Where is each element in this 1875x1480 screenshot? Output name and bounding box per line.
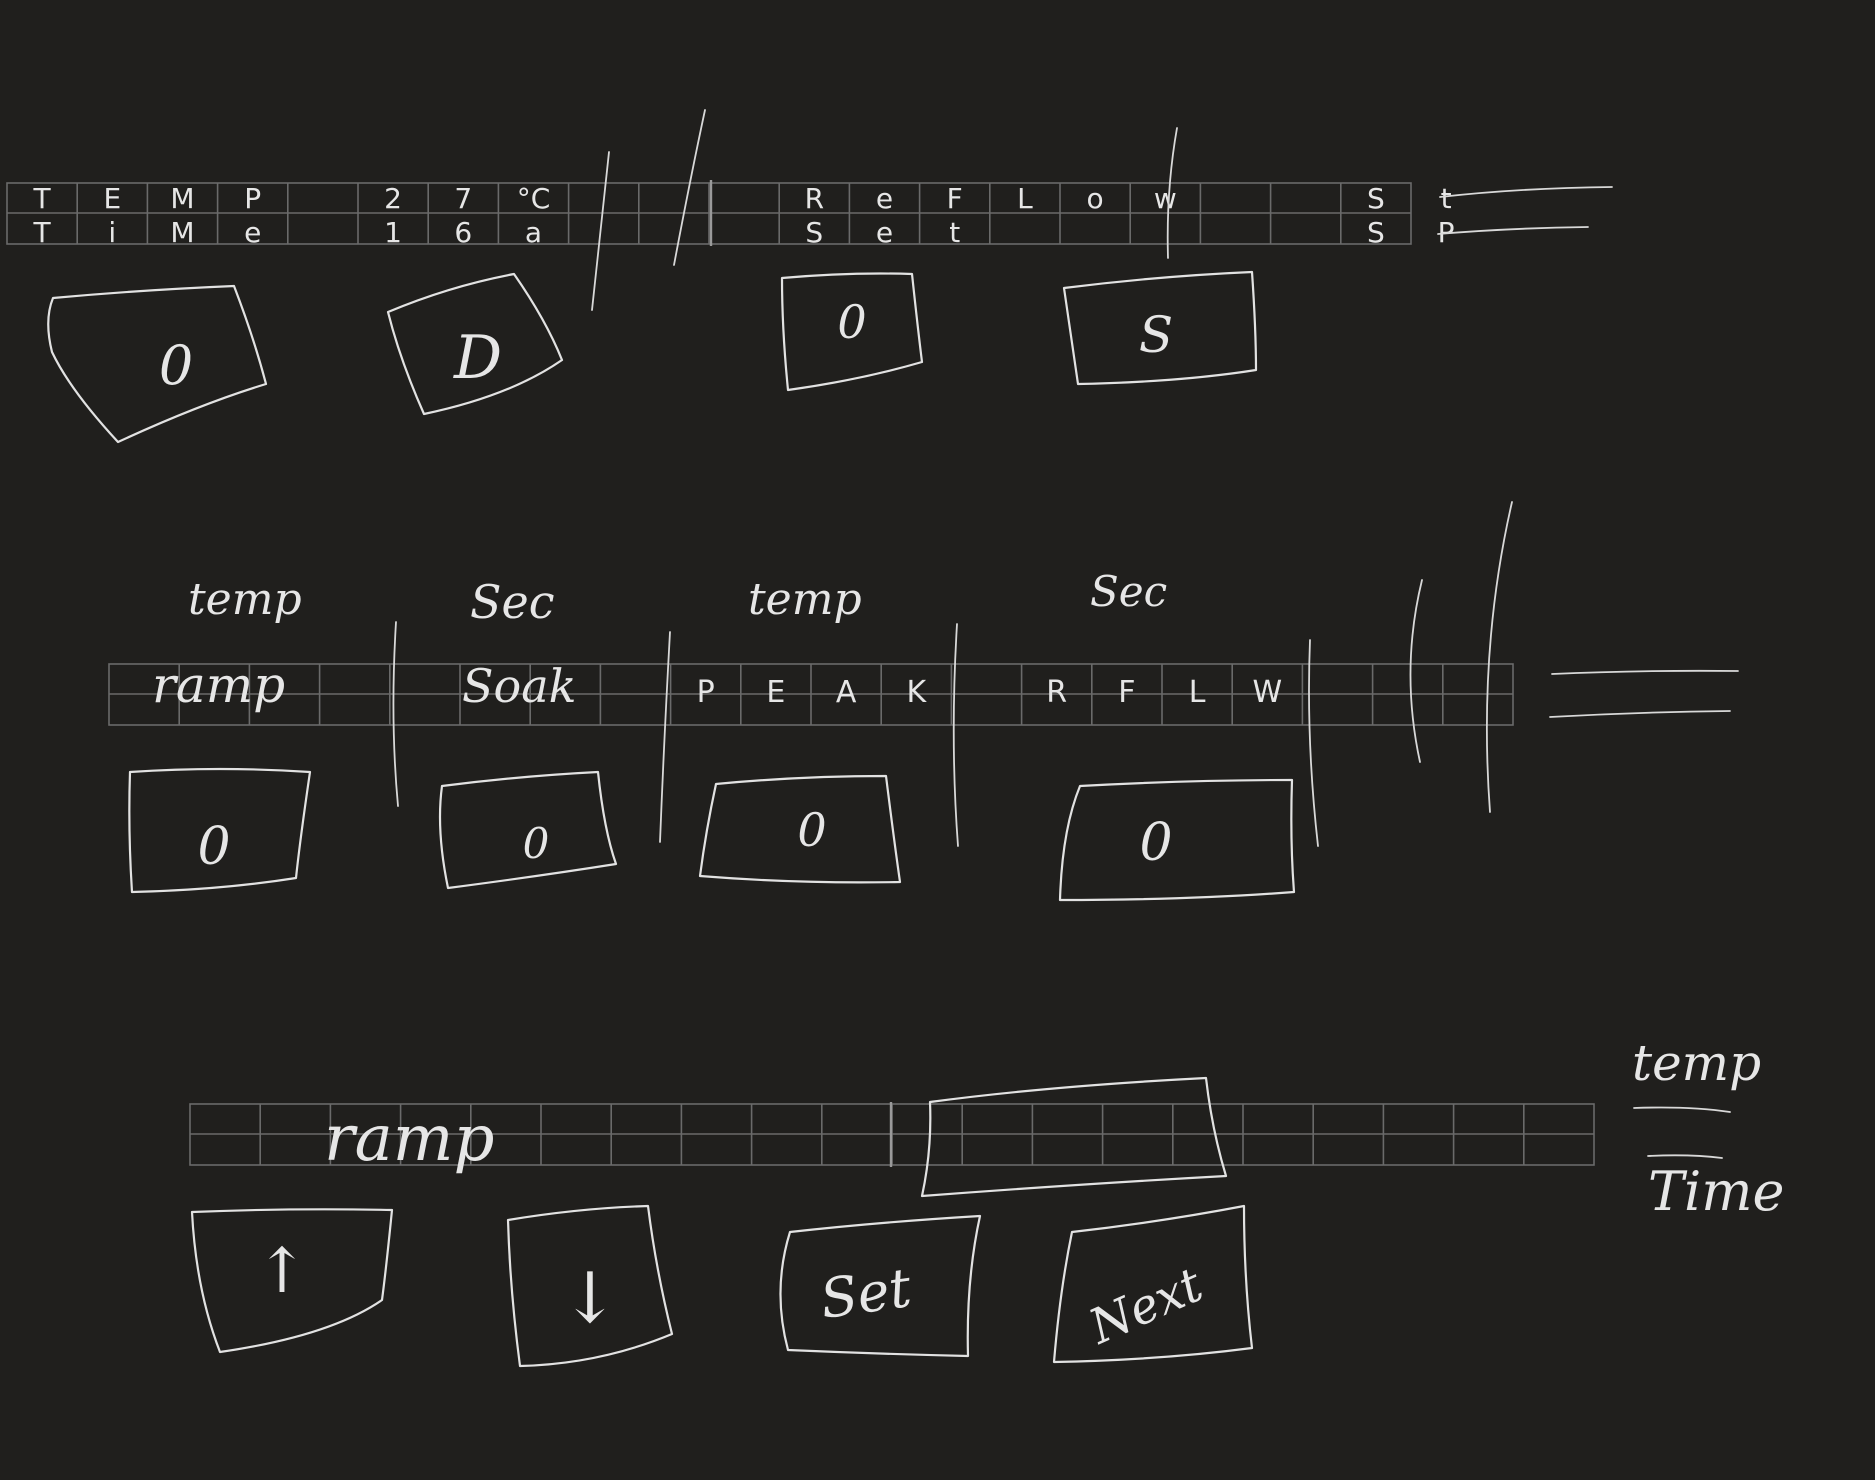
panel-2-button-4-label: 0 [1139, 813, 1172, 873]
panel-3-next-button[interactable]: Next [1052, 1204, 1254, 1364]
panel-1-button-4-label: S [1139, 306, 1173, 364]
panel-3-selection-box [920, 1076, 1228, 1198]
panel-1-button-3-label: 0 [837, 295, 866, 349]
panel-3-down-button[interactable]: ↓ [506, 1204, 674, 1368]
panel-2-button-3-label: 0 [797, 803, 826, 857]
display-character: 6 [454, 216, 472, 249]
panel-1-button-1[interactable]: 0 [47, 284, 268, 444]
panel-2: temp Sec temp Sec ramp Soak P E A K R F L W 0 0 [108, 501, 1739, 902]
up-arrow-icon: ↑ [256, 1234, 308, 1307]
display-character: t [1441, 182, 1452, 215]
panel-2-divider [1409, 579, 1423, 763]
panel-1-divider [1166, 127, 1178, 259]
panel-2-trailing-line [1549, 710, 1731, 718]
panel-2-divider [1308, 639, 1319, 847]
display-character: 2 [384, 182, 402, 215]
display-character: M [170, 182, 194, 215]
display-character: S [805, 216, 823, 249]
panel-2-divider [659, 631, 671, 843]
display-character: S [1367, 216, 1385, 249]
panel-2-label-sec: Sec [470, 575, 555, 629]
display-character: R [805, 182, 824, 215]
panel-2-trailing-line [1551, 669, 1739, 675]
panel-2-display-soak: Soak [462, 659, 577, 713]
panel-3-side-divider [1647, 1154, 1723, 1159]
display-character: a [525, 216, 542, 249]
display-character: R [1046, 675, 1067, 710]
panel-1-button-3[interactable]: 0 [780, 272, 924, 392]
display-character: i [108, 216, 116, 249]
display-character: 7 [454, 182, 472, 215]
panel-2-divider [1485, 501, 1513, 813]
panel-2-divider [952, 623, 959, 847]
panel-1-button-2-label: D [453, 323, 502, 393]
panel-3-side-underline [1633, 1106, 1731, 1113]
panel-2-label-temp-2: temp [748, 574, 862, 625]
display-character: w [1154, 182, 1177, 215]
panel-2-display [108, 663, 1514, 726]
display-character: T [33, 182, 52, 215]
panel-2-button-1-label: 0 [197, 817, 230, 877]
panel-3-display [189, 1102, 1595, 1167]
display-character: e [876, 182, 893, 215]
display-character: °C [517, 182, 551, 215]
panel-3-set-button[interactable]: Set [779, 1214, 982, 1358]
panel-3-set-label: Set [816, 1256, 915, 1331]
display-character: t [949, 216, 960, 249]
panel-1-button-4[interactable]: S [1062, 270, 1258, 386]
panel-2-button-2-label: 0 [523, 819, 550, 868]
display-character: e [876, 216, 893, 249]
display-character: A [836, 675, 857, 710]
panel-2-button-2[interactable]: 0 [438, 770, 618, 890]
display-character: M [170, 216, 194, 249]
panel-1-trailing-line [1437, 226, 1589, 235]
display-character: F [947, 182, 963, 215]
panel-2-label-temp: temp [188, 574, 302, 625]
panel-3-up-button[interactable]: ↑ [190, 1208, 394, 1354]
panel-3: ramp ↑ ↓ Set Next temp Time [189, 1034, 1784, 1368]
panel-2-divider [392, 621, 399, 807]
panel-3-side-label-temp: temp [1632, 1034, 1761, 1092]
display-character: 1 [384, 216, 402, 249]
panel-1-divider [673, 109, 706, 266]
display-character: E [103, 182, 121, 215]
display-character: W [1252, 675, 1282, 710]
display-character: L [1017, 182, 1033, 215]
display-character: L [1189, 675, 1206, 710]
panel-2-button-1[interactable]: 0 [128, 767, 312, 894]
display-character: F [1118, 675, 1135, 710]
display-character: K [906, 675, 927, 710]
panel-1-button-1-label: 0 [159, 334, 193, 397]
display-character: E [766, 675, 785, 710]
panel-3-side-label-time: Time [1648, 1160, 1784, 1223]
display-character: T [33, 216, 52, 249]
display-character: P [244, 182, 261, 215]
panel-1-trailing-line [1439, 186, 1613, 198]
panel-1-display [6, 180, 1412, 246]
panel-2-button-4[interactable]: 0 [1058, 778, 1296, 902]
panel-3-next-label: Next [1080, 1256, 1211, 1355]
down-arrow-icon: ↓ [561, 1257, 620, 1339]
display-character: P [697, 675, 715, 710]
display-character: S [1367, 182, 1385, 215]
panel-1-divider [591, 151, 610, 311]
panel-2-label-sec-2: Sec [1090, 567, 1167, 616]
panel-2-display-ramp: ramp [152, 656, 285, 714]
panel-1-button-2[interactable]: D [386, 272, 564, 416]
panel-2-button-3[interactable]: 0 [698, 774, 902, 884]
display-character: o [1087, 182, 1104, 215]
panel-3-display-ramp: ramp [324, 1102, 494, 1176]
display-character: e [244, 216, 261, 249]
